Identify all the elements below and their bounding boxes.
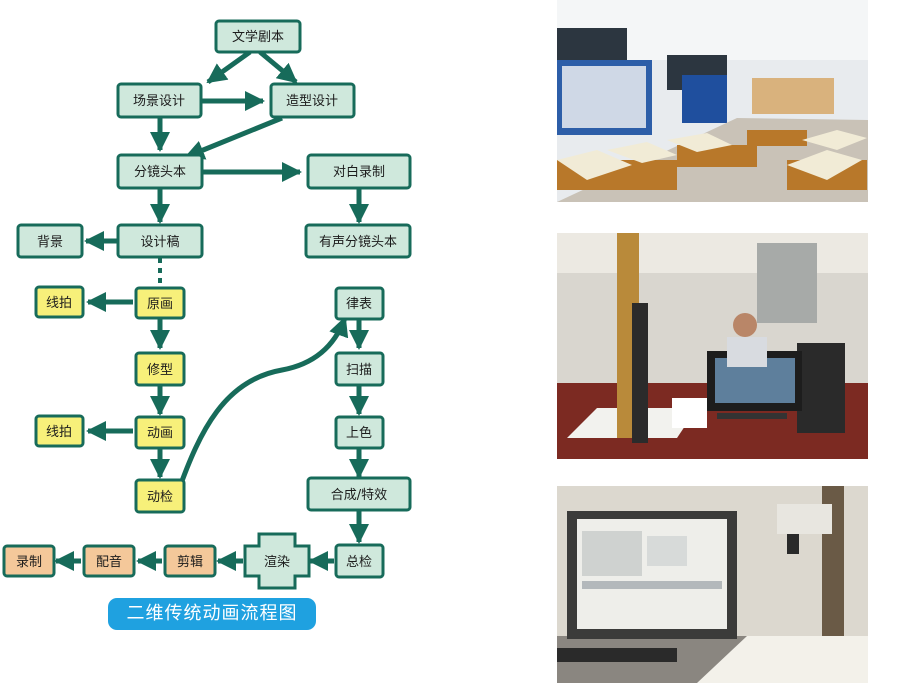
animation-classroom-photo (557, 0, 868, 202)
node-key-animation: 原画 (134, 286, 186, 320)
node-timing-sheet: 律表 (334, 286, 385, 321)
node-rendering: 渲染 (243, 532, 311, 590)
node-rendering-label: 渲染 (264, 555, 290, 570)
node-storyboard-label: 分镜头本 (134, 165, 186, 180)
line-test-camera-screen-photo (557, 486, 868, 683)
edge-check-timing (175, 316, 349, 493)
node-line-test-2-label: 线拍 (46, 425, 72, 440)
node-dialogue-recording-label: 对白录制 (333, 164, 385, 180)
node-scene-design-label: 场景设计 (133, 94, 185, 109)
node-character-design: 造型设计 (269, 82, 356, 119)
node-cleanup-label: 修型 (147, 363, 173, 378)
pencil-test-workstation-photo (557, 233, 868, 459)
node-background: 背景 (16, 223, 84, 259)
node-recording: 录制 (2, 544, 56, 578)
node-compositing: 合成/特效 (306, 476, 412, 512)
node-dubbing-label: 配音 (96, 554, 122, 570)
edge-script-scene (206, 49, 252, 85)
node-recording-label: 录制 (16, 555, 42, 570)
node-line-test-1: 线拍 (34, 285, 85, 319)
node-line-test-1-label: 线拍 (46, 296, 72, 311)
node-scan-label: 扫描 (346, 363, 372, 378)
node-inbetween-label: 动画 (147, 426, 173, 441)
node-layout: 设计稿 (116, 223, 204, 259)
edge-character-storyboard (184, 115, 283, 160)
node-check-label: 动检 (147, 490, 173, 505)
node-coloring: 上色 (334, 415, 385, 450)
node-dubbing: 配音 (82, 544, 136, 578)
node-scan: 扫描 (334, 351, 385, 387)
flow-edges (54, 49, 369, 571)
node-storyboard: 分镜头本 (116, 153, 204, 190)
node-key-animation-label: 原画 (147, 297, 173, 312)
node-sound-storyboard: 有声分镜头本 (304, 223, 412, 259)
node-check: 动检 (134, 478, 186, 514)
node-script-label: 文学剧本 (232, 29, 284, 45)
node-sound-storyboard-label: 有声分镜头本 (319, 235, 397, 250)
node-editing-label: 剪辑 (177, 554, 203, 570)
node-coloring-label: 上色 (346, 425, 372, 441)
node-dialogue-recording: 对白录制 (306, 153, 412, 190)
node-compositing-label: 合成/特效 (331, 488, 387, 503)
node-cleanup: 修型 (134, 351, 186, 387)
node-background-label: 背景 (37, 235, 63, 250)
node-script: 文学剧本 (214, 19, 302, 54)
node-scene-design: 场景设计 (116, 82, 203, 119)
node-final-check-label: 总检 (346, 555, 372, 570)
node-editing: 剪辑 (163, 544, 217, 578)
diagram-caption: 二维传统动画流程图 (108, 598, 316, 630)
node-line-test-2: 线拍 (34, 414, 85, 448)
edge-script-character (258, 50, 298, 84)
node-inbetween: 动画 (134, 415, 186, 450)
node-final-check: 总检 (334, 543, 385, 579)
node-layout-label: 设计稿 (140, 234, 179, 250)
node-character-design-label: 造型设计 (286, 94, 338, 109)
node-timing-sheet-label: 律表 (346, 297, 372, 312)
